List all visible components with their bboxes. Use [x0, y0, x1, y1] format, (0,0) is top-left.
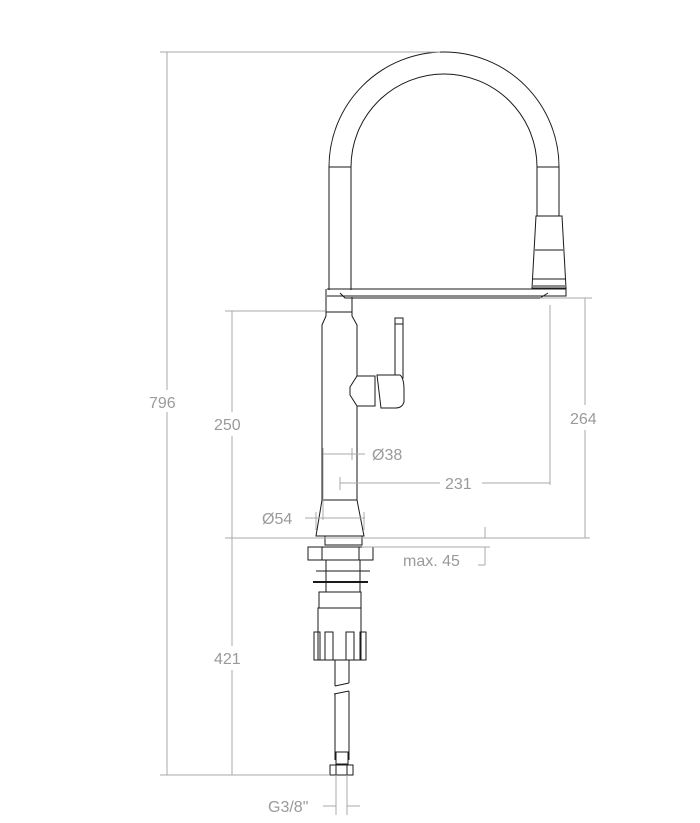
dimension-lines: [160, 51, 592, 815]
lever-hub: [349, 375, 376, 407]
dim-spout-height: 264: [570, 411, 597, 428]
spout-inner: [350, 73, 538, 290]
spray-head: [531, 215, 567, 289]
dimension-labels: 796 250 421 264 231 Ø38 Ø54 max. 45 G3/8…: [149, 395, 597, 816]
hose-fitting: [329, 764, 354, 776]
dim-max-deck-thickness: max. 45: [403, 553, 460, 570]
dim-total-height: 796: [149, 395, 176, 412]
dim-base-diameter: Ø54: [262, 511, 292, 528]
dim-body-diameter: Ø38: [372, 447, 402, 464]
dim-body-height: 250: [214, 417, 241, 434]
spout-outer: [328, 51, 560, 290]
cartridge-nut: [317, 607, 362, 661]
dim-connection-thread: G3/8": [268, 799, 308, 816]
mounting-nut: [307, 546, 374, 561]
faucet-outline: [307, 51, 567, 776]
dim-below-deck: 421: [214, 651, 241, 668]
supply-hose: [333, 660, 350, 760]
dim-spout-reach: 231: [445, 476, 472, 493]
lever-handle: [394, 317, 404, 379]
spout-base-plate: [327, 288, 567, 297]
